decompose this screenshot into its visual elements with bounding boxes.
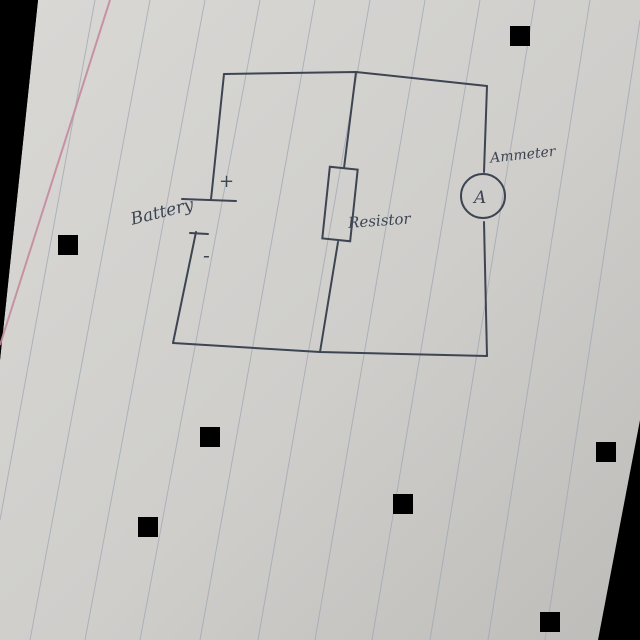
circuit-wires — [172, 70, 488, 357]
ammeter-wire-top — [483, 85, 488, 173]
photo-background-corner-top-left — [0, 0, 38, 360]
resistor-label: Resistor — [347, 209, 413, 231]
margin-line — [0, 0, 111, 346]
resistor-wire-top — [343, 71, 357, 169]
resistor-symbol — [321, 165, 359, 243]
battery-long-plate — [181, 198, 237, 202]
ammeter-symbol-label: A — [472, 188, 486, 208]
ammeter-symbol — [460, 173, 506, 219]
left-wire-upper — [211, 73, 225, 191]
resistor-wire-bottom — [319, 241, 339, 353]
dropout-squares — [58, 26, 616, 632]
battery-minus-label: - — [203, 243, 210, 267]
battery-symbol — [181, 189, 237, 235]
photo-background-corner-bottom-right — [598, 420, 640, 640]
left-wire-lower — [172, 231, 197, 344]
ammeter-label: Ammeter — [487, 144, 557, 167]
ammeter-wire-bottom — [483, 221, 488, 357]
battery-short-plate — [189, 232, 209, 235]
battery-connector — [210, 189, 213, 200]
battery-plus-label: + — [219, 171, 234, 192]
